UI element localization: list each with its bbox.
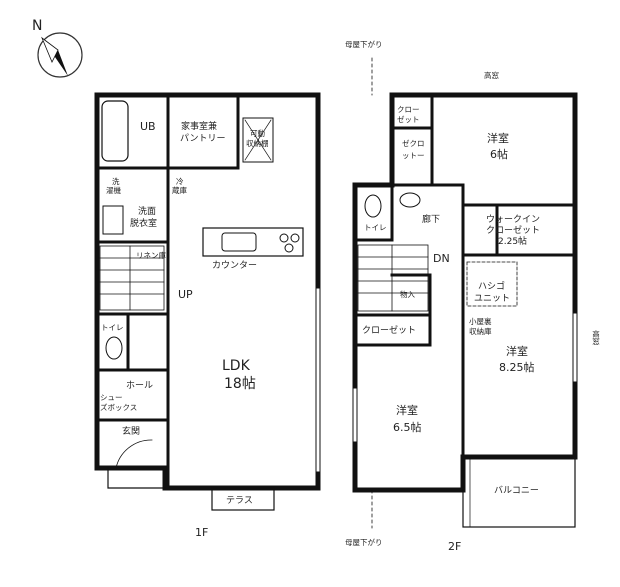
washroom-label: 脱衣室 bbox=[130, 217, 157, 229]
shoe-box-label: シュー bbox=[100, 393, 123, 402]
compass-circle bbox=[37, 32, 83, 78]
shoe-box-label: ズボックス bbox=[100, 402, 137, 412]
toilet-label: トイレ bbox=[101, 323, 124, 332]
floor1-porch bbox=[107, 467, 166, 489]
bedroom825-size-label: 8.25帖 bbox=[499, 361, 535, 374]
toilet-fixture-icon bbox=[105, 336, 123, 360]
attic-ladder bbox=[466, 261, 518, 307]
bedroom6-name-label: 洋室 bbox=[487, 131, 509, 145]
linen-label: リネン庫 bbox=[136, 250, 166, 260]
entrance-door-swing bbox=[115, 439, 153, 469]
wic-label: クローゼット bbox=[486, 224, 540, 236]
floor1-interior-walls bbox=[95, 93, 240, 490]
stairs-down-label: DN bbox=[433, 252, 450, 265]
pantry-label: パントリー bbox=[180, 133, 225, 144]
floor2-label: 2F bbox=[448, 540, 461, 553]
terrace bbox=[211, 487, 275, 511]
pantry-shelf bbox=[242, 117, 274, 163]
bedroom65-size-label: 6.5帖 bbox=[393, 421, 422, 434]
ladder-label: ユニット bbox=[474, 294, 510, 304]
floor1-label: 1F bbox=[195, 526, 208, 539]
washer-label: 洗 bbox=[112, 176, 120, 186]
kitchen-counter bbox=[202, 227, 304, 257]
floor2-interior-walls bbox=[353, 93, 577, 459]
terrace-label: テラス bbox=[226, 495, 253, 506]
washer-label: 濯機 bbox=[106, 185, 121, 195]
bedroom825-name-label: 洋室 bbox=[506, 344, 528, 358]
closet-small-label: ゼット bbox=[397, 114, 420, 124]
stove-burner-icon bbox=[279, 233, 289, 243]
ub-label: UB bbox=[140, 120, 156, 133]
floor2-stairs bbox=[357, 244, 429, 312]
bedroom6-size-label: 6帖 bbox=[490, 148, 508, 161]
attic-label: 小屋裏 bbox=[469, 316, 492, 326]
floor1-stairs bbox=[99, 245, 165, 311]
ldk-size-label: 18帖 bbox=[224, 376, 256, 392]
ldk-name-label: LDK bbox=[222, 358, 251, 374]
closet-label: クローゼット bbox=[362, 324, 416, 336]
stove-burner-icon bbox=[290, 233, 300, 243]
hall-label: ホール bbox=[126, 380, 153, 391]
washroom-label: 洗面 bbox=[138, 205, 156, 217]
floor1-plan bbox=[94, 92, 321, 511]
pantry-shelf-label: 可動 bbox=[250, 129, 265, 138]
floor2-outer-wall bbox=[352, 92, 578, 493]
ladder-label: ハシゴ bbox=[478, 280, 505, 292]
attic-label: 収納庫 bbox=[469, 326, 492, 336]
wic-size-label: 2.25帖 bbox=[498, 235, 527, 247]
fridge-label: 冷 bbox=[176, 176, 184, 186]
closet-vertical-label: ットー bbox=[402, 151, 425, 160]
balcony bbox=[462, 456, 576, 528]
compass-north-label: N bbox=[32, 18, 42, 34]
bathtub bbox=[101, 100, 129, 162]
entrance-label: 玄関 bbox=[122, 425, 140, 437]
compass: N bbox=[32, 18, 83, 78]
hallway-label: 廊下 bbox=[422, 213, 440, 225]
floor2-plan bbox=[352, 57, 578, 529]
washroom-sink bbox=[102, 205, 124, 235]
pantry-shelf-label: 収納棚 bbox=[246, 138, 269, 148]
toilet-fixture-icon bbox=[364, 194, 382, 218]
compass-needle-light-icon bbox=[41, 36, 59, 63]
closet-small-label: クロー bbox=[397, 105, 420, 114]
floor2-labels: 母屋下がり 高窓 クロー ゼット ゼクロ ットー 洋室 6帖 トイレ 廊下 ウォ… bbox=[345, 39, 601, 553]
fridge-label: 蔵庫 bbox=[172, 185, 187, 195]
floor1-labels: UB 家事室兼 パントリー 可動 収納棚 洗 濯機 冷 蔵庫 洗面 脱衣室 リネ… bbox=[100, 120, 269, 539]
stairs-up-label: UP bbox=[178, 288, 193, 301]
closet-vertical-label: ゼクロ bbox=[402, 138, 425, 148]
toilet2-label: トイレ bbox=[364, 223, 387, 232]
eaves-top-label: 母屋下がり bbox=[345, 39, 383, 49]
eaves-bottom-label: 母屋下がり bbox=[345, 537, 383, 547]
balcony-label: バルコニー bbox=[494, 485, 539, 496]
counter-label: カウンター bbox=[212, 260, 257, 271]
kitchen-sink bbox=[221, 232, 257, 252]
pantry-label: 家事室兼 bbox=[181, 120, 217, 132]
highwin-right-label: 高窓 bbox=[591, 329, 600, 346]
storage-label: 物入 bbox=[400, 289, 415, 299]
highwin-top-label: 高窓 bbox=[484, 70, 499, 80]
basin-fixture-icon bbox=[399, 192, 421, 208]
wic-label: ウォークイン bbox=[486, 214, 540, 225]
bedroom65-name-label: 洋室 bbox=[396, 403, 418, 417]
stove-burner-icon bbox=[284, 243, 294, 253]
